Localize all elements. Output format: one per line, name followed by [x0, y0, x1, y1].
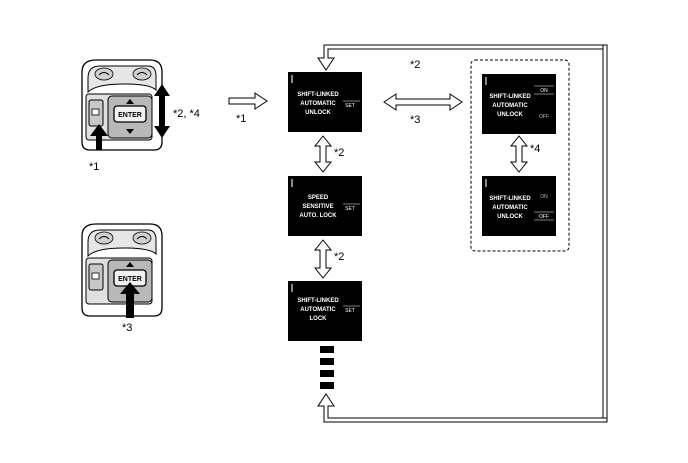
hangup-icon: [132, 231, 152, 245]
double-arrow-horizontal: [383, 93, 463, 111]
svg-text:SHIFT-LINKED: SHIFT-LINKED: [489, 94, 531, 100]
label-4: *4: [530, 143, 540, 155]
on-label: ON: [540, 88, 548, 94]
hollow-arrow-right: [228, 92, 268, 110]
off-label: OFF: [539, 114, 549, 120]
set-label: SET: [345, 308, 355, 314]
svg-text:SPEED: SPEED: [308, 195, 329, 201]
svg-text:AUTO. LOCK: AUTO. LOCK: [299, 213, 337, 219]
label-2-top: *2: [410, 59, 420, 71]
enter-button[interactable]: [113, 105, 147, 123]
label-3-arrow: *3: [410, 114, 420, 126]
svg-text:LOCK: LOCK: [310, 316, 328, 322]
phone-icon: [94, 231, 114, 245]
display-icon: [91, 272, 100, 280]
svg-text:AUTOMATIC: AUTOMATIC: [492, 103, 528, 109]
enter-label: ENTER: [118, 276, 142, 283]
set-label: SET: [345, 206, 355, 212]
up-arrow-icon[interactable]: [126, 262, 134, 267]
label-2-b: *2: [334, 251, 344, 263]
down-arrow-icon[interactable]: [126, 129, 134, 134]
on-off-settings-box: [470, 59, 570, 252]
screen-shift-linked-unlock: SHIFT-LINKED AUTOMATIC UNLOCK SET: [288, 72, 362, 132]
up-arrow-icon[interactable]: [126, 99, 134, 104]
double-arrow-vertical-3: [509, 135, 529, 173]
phone-icon: [94, 67, 114, 81]
enter-label: ENTER: [118, 112, 142, 119]
push-arrow-1: [90, 124, 108, 150]
push-arrow-3: [120, 282, 140, 318]
off-label: OFF: [539, 214, 549, 220]
svg-text:UNLOCK: UNLOCK: [305, 110, 331, 116]
loop-line-right: [602, 44, 608, 419]
svg-text:SHIFT-LINKED: SHIFT-LINKED: [489, 196, 531, 202]
loop-arrow-bottom: [317, 393, 608, 423]
svg-text:UNLOCK: UNLOCK: [497, 112, 523, 118]
loop-arrow-top: [317, 44, 604, 71]
svg-text:AUTOMATIC: AUTOMATIC: [492, 205, 528, 211]
display-icon: [91, 108, 100, 116]
steering-switch-panel-1: ENTER: [81, 59, 170, 151]
svg-text:SHIFT-LINKED: SHIFT-LINKED: [297, 298, 339, 304]
label-2-4: *2, *4: [173, 108, 200, 120]
on-label: ON: [540, 194, 548, 200]
screen-unlock-on: SHIFT-LINKED AUTOMATIC UNLOCK ON OFF: [482, 74, 556, 134]
label-3-panel: *3: [122, 322, 132, 334]
steering-switch-panel-2: ENTER: [81, 223, 163, 318]
svg-text:AUTOMATIC: AUTOMATIC: [300, 101, 336, 107]
svg-text:UNLOCK: UNLOCK: [497, 214, 523, 220]
label-2-a: *2: [334, 147, 344, 159]
up-down-arrow-1: [154, 84, 170, 138]
set-label: SET: [345, 103, 355, 109]
label-1-panel: *1: [89, 161, 99, 173]
screen-unlock-off: SHIFT-LINKED AUTOMATIC UNLOCK ON OFF: [482, 176, 556, 236]
svg-text:SHIFT-LINKED: SHIFT-LINKED: [297, 92, 339, 98]
double-arrow-vertical-1: [313, 135, 333, 173]
more-items-indicator: [320, 346, 334, 389]
svg-text:SENSITIVE: SENSITIVE: [302, 204, 333, 210]
svg-text:AUTOMATIC: AUTOMATIC: [300, 307, 336, 313]
screen-shift-linked-lock: SHIFT-LINKED AUTOMATIC LOCK SET: [288, 281, 362, 341]
label-1-arrow: *1: [236, 113, 246, 125]
hangup-icon: [132, 67, 152, 81]
double-arrow-vertical-2: [313, 239, 333, 279]
screen-speed-sensitive-lock: SPEED SENSITIVE AUTO. LOCK SET: [288, 176, 362, 236]
